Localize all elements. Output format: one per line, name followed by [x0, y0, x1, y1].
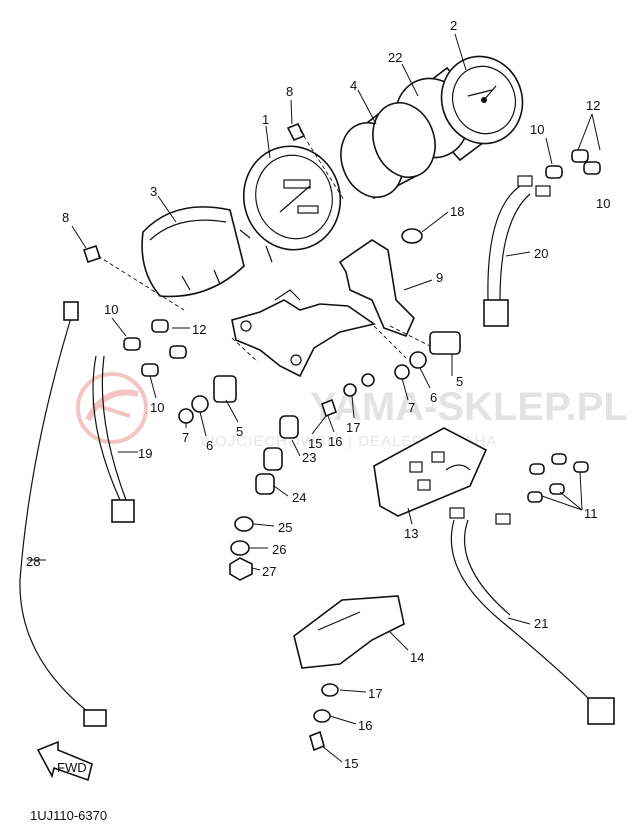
harness-19 [92, 355, 135, 523]
drawing-code: 1UJ110-6370 [30, 808, 107, 823]
watermark-brand: YAMA-SKLEP.PL [310, 385, 628, 429]
callout-16: 16 [358, 718, 372, 733]
callout-labels: 2 22 4 8 1 12 10 10 3 18 20 8 9 10 12 10… [26, 18, 610, 771]
callout-18: 18 [450, 204, 464, 219]
callout-28: 28 [26, 554, 40, 569]
callout-7: 7 [408, 400, 415, 415]
bushings-right [321, 331, 461, 418]
callout-27: 27 [262, 564, 276, 579]
callout-24: 24 [292, 490, 306, 505]
callout-10: 10 [104, 302, 118, 317]
callout-23: 23 [302, 450, 316, 465]
fwd-label: FWD [57, 760, 87, 775]
callout-3: 3 [150, 184, 157, 199]
speedometer-gauge [239, 145, 342, 263]
callout-15: 15 [344, 756, 358, 771]
callout-10: 10 [530, 122, 544, 137]
lower-cover-14 [293, 595, 405, 669]
watermark-logo [76, 372, 148, 444]
callout-17: 17 [368, 686, 382, 701]
callout-15: 15 [308, 436, 322, 451]
callout-17: 17 [346, 420, 360, 435]
fwd-arrow: FWD [36, 740, 93, 782]
gauge-cover-ring [340, 102, 436, 200]
callout-13: 13 [404, 526, 418, 541]
lower-hardware [309, 683, 339, 752]
callout-20: 20 [534, 246, 548, 261]
assembly-lines [97, 129, 431, 363]
callout-16: 16 [328, 434, 342, 449]
harness-20 [483, 175, 551, 327]
callout-5: 5 [456, 374, 463, 389]
speedometer-cable-28 [19, 301, 107, 727]
callout-8: 8 [62, 210, 69, 225]
callout-6: 6 [430, 390, 437, 405]
callout-22: 22 [388, 50, 402, 65]
screw-8-left [82, 244, 102, 264]
callout-12: 12 [586, 98, 600, 113]
grommet-18 [401, 228, 423, 244]
indicator-panel-13 [373, 427, 488, 517]
callout-26: 26 [272, 542, 286, 557]
callout-14: 14 [410, 650, 424, 665]
speedometer-cover [141, 206, 245, 298]
bulbs-11 [527, 453, 589, 503]
callout-11: 11 [584, 506, 598, 521]
callout-1: 1 [262, 112, 269, 127]
callout-10: 10 [150, 400, 164, 415]
callout-2: 2 [450, 18, 457, 33]
mount-stack [229, 415, 299, 581]
bushings-left [178, 375, 237, 424]
callout-9: 9 [436, 270, 443, 285]
watermark: YAMA-SKLEP.PL WOJCIECHOWSKI | DEALER YAM… [76, 372, 628, 450]
harness-21 [449, 507, 615, 725]
callout-21: 21 [534, 616, 548, 631]
callout-19: 19 [138, 446, 152, 461]
callout-5: 5 [236, 424, 243, 439]
callout-10: 10 [596, 196, 610, 211]
callout-12: 12 [192, 322, 206, 337]
callout-4: 4 [350, 78, 357, 93]
callout-25: 25 [278, 520, 292, 535]
callout-7: 7 [182, 430, 189, 445]
callout-8: 8 [286, 84, 293, 99]
callout-6: 6 [206, 438, 213, 453]
meter-bracket [231, 239, 415, 378]
leader-lines [28, 33, 601, 763]
bulb-sockets-right [545, 149, 601, 179]
